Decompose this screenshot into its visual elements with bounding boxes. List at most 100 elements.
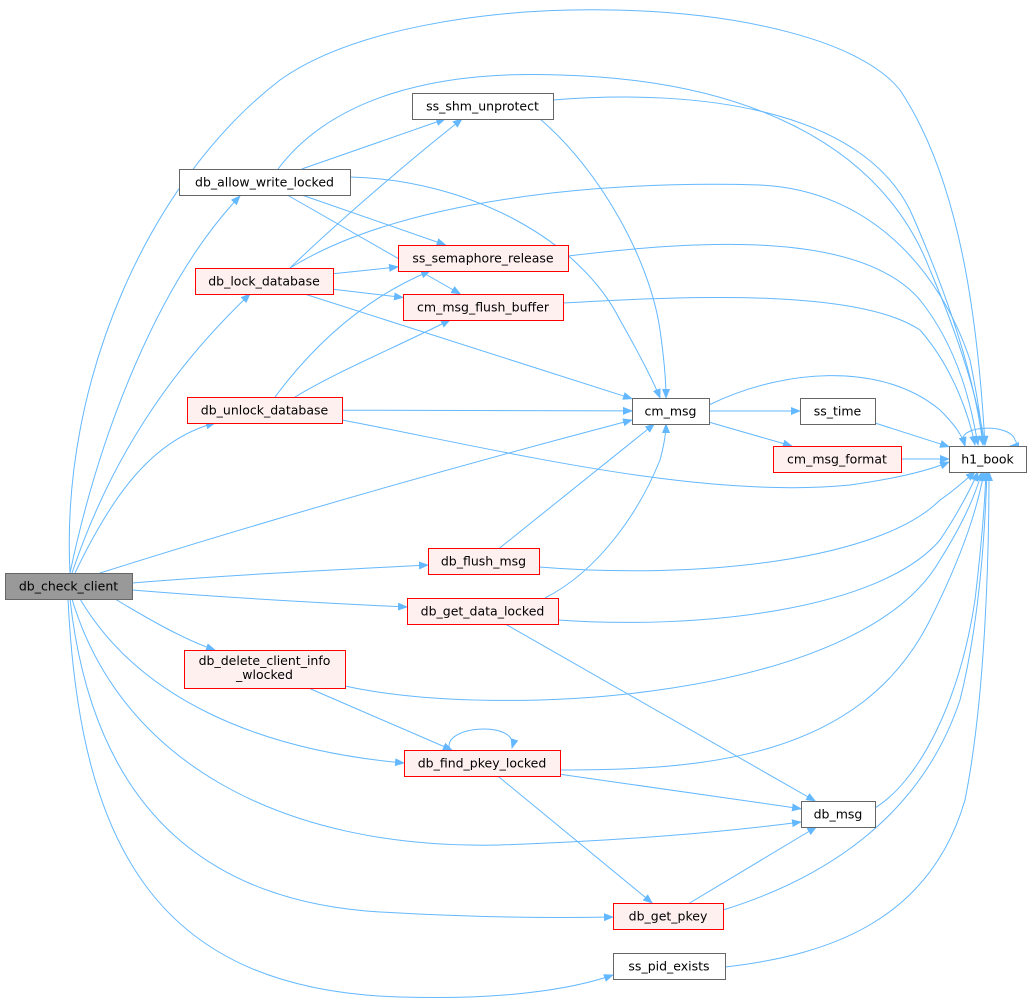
- edge-cm-msg-flush-buffer-to-h1-book: [562, 297, 978, 446]
- edge-db-check-client-to-db-find-pkey-locked: [79, 598, 405, 767]
- node-box: [195, 268, 334, 295]
- edge-db-lock-database-to-ss-shm-unprotect: [289, 118, 463, 269]
- edge-db-check-client-to-ss-pid-exists: [67, 598, 614, 999]
- node-db-find-pkey-locked[interactable]: db_find_pkey_locked: [404, 750, 561, 777]
- edge-ss-shm-unprotect-to-h1-book: [552, 96, 986, 446]
- node-label: ss_time: [814, 404, 862, 419]
- edge-db-check-client-to-db-get-data-locked: [131, 589, 408, 611]
- edge-db-allow-write-locked-to-cm-msg: [349, 176, 661, 399]
- node-box: [428, 548, 540, 575]
- edge-ss-semaphore-release-to-h1-book: [567, 243, 981, 446]
- node-box: [632, 398, 710, 425]
- edge-db-flush-msg-to-h1-book: [538, 471, 976, 572]
- node-box: [613, 953, 726, 980]
- nodes: db_check_client db_allow_write_locked ss_s…: [5, 93, 1027, 980]
- node-db-flush-msg[interactable]: db_flush_msg: [428, 548, 540, 575]
- node-box: [949, 446, 1027, 473]
- edge-cm-msg-to-cm-msg-format: [708, 421, 793, 448]
- node-h1-book[interactable]: h1_book: [949, 446, 1027, 473]
- edge-db-check-client-to-db-allow-write-locked: [69, 195, 241, 574]
- edge-db-unlock-database-to-cm-msg-flush-buffer: [294, 319, 451, 398]
- edge-db-allow-write-locked-to-cm-msg-flush-buffer: [286, 194, 462, 295]
- node-db-check-client[interactable]: db_check_client: [5, 573, 133, 600]
- edge-ss-shm-unprotect-to-cm-msg: [539, 118, 670, 399]
- node-box: [773, 446, 902, 473]
- edge-db-get-data-locked-to-h1-book: [557, 471, 979, 623]
- edge-db-lock-database-to-ss-semaphore-release: [332, 263, 399, 275]
- edge-db-flush-msg-to-cm-msg: [499, 423, 656, 549]
- edge-db-get-data-locked-to-cm-msg: [544, 423, 670, 599]
- node-db-unlock-database[interactable]: db_unlock_database: [187, 397, 343, 424]
- node-label: db_get_pkey: [629, 909, 708, 924]
- node-cm-msg-format[interactable]: cm_msg_format: [773, 446, 902, 473]
- node-box: [800, 398, 876, 425]
- node-label: db_unlock_database: [201, 403, 329, 418]
- node-db-lock-database[interactable]: db_lock_database: [195, 268, 334, 295]
- node-box: [398, 245, 569, 272]
- edge-db-check-client-to-db-delete-client-info-wlocked: [114, 598, 216, 651]
- edge-db-check-client-to-h1-book: [68, 9, 989, 574]
- node-label: db_lock_database: [208, 274, 320, 289]
- edge-db-find-pkey-locked-to-db-find-pkey-locked: [448, 728, 519, 751]
- edge-db-lock-database-to-cm-msg-flush-buffer: [332, 288, 404, 301]
- edge-db-unlock-database-to-h1-book: [341, 419, 950, 489]
- edge-db-delete-client-info-wlocked-to-db-find-pkey-locked: [308, 687, 453, 751]
- node-box: [613, 903, 724, 930]
- node-box: [412, 93, 554, 120]
- node-db-get-pkey[interactable]: db_get_pkey: [613, 903, 724, 930]
- node-label: _wlocked: [235, 667, 293, 682]
- edge-db-unlock-database-to-cm-msg: [341, 406, 633, 415]
- node-label: ss_semaphore_release: [412, 251, 554, 266]
- node-db-allow-write-locked[interactable]: db_allow_write_locked: [179, 169, 351, 196]
- node-cm-msg-flush-buffer[interactable]: cm_msg_flush_buffer: [403, 294, 564, 321]
- edge-db-msg-to-h1-book: [874, 471, 990, 809]
- node-label: db_flush_msg: [441, 554, 526, 569]
- edge-db-delete-client-info-wlocked-to-h1-book: [344, 471, 984, 701]
- edge-db-find-pkey-locked-to-db-get-pkey: [497, 775, 653, 904]
- edge-ss-time-to-h1-book: [874, 422, 950, 448]
- edge-db-find-pkey-locked-to-db-msg: [559, 773, 802, 812]
- node-box: [801, 801, 876, 828]
- node-ss-time[interactable]: ss_time: [800, 398, 876, 425]
- edge-cm-msg-to-h1-book: [708, 375, 967, 447]
- node-label: db_delete_client_info: [199, 653, 331, 668]
- node-cm-msg[interactable]: cm_msg: [632, 398, 710, 425]
- node-label: ss_shm_unprotect: [426, 99, 539, 114]
- edge-db-allow-write-locked-to-ss-shm-unprotect: [301, 118, 447, 170]
- node-label: db_msg: [814, 807, 863, 822]
- node-label: cm_msg_flush_buffer: [417, 300, 550, 315]
- node-db-delete-client-info-wlocked[interactable]: db_delete_client_info_wlocked: [184, 650, 346, 689]
- edge-db-get-pkey-to-h1-book: [722, 471, 991, 911]
- edge-db-check-client-to-db-flush-msg: [131, 561, 429, 584]
- node-db-msg[interactable]: db_msg: [801, 801, 876, 828]
- edge-db-check-client-to-db-unlock-database: [74, 421, 216, 574]
- node-box: [184, 650, 346, 689]
- node-label: db_find_pkey_locked: [418, 756, 547, 771]
- node-label: cm_msg_format: [787, 452, 887, 467]
- node-label: db_check_client: [19, 579, 118, 594]
- edge-db-unlock-database-to-ss-semaphore-release: [274, 270, 431, 398]
- node-label: db_allow_write_locked: [195, 175, 334, 190]
- node-box: [403, 294, 564, 321]
- edge-ss-pid-exists-to-h1-book: [724, 471, 993, 968]
- node-box: [404, 750, 561, 777]
- node-box: [5, 573, 133, 600]
- edge-db-allow-write-locked-to-h1-book: [277, 73, 988, 446]
- node-label: h1_book: [961, 452, 1014, 467]
- edge-db-check-client-to-db-msg: [71, 598, 802, 846]
- node-ss-pid-exists[interactable]: ss_pid_exists: [613, 953, 726, 980]
- node-db-get-data-locked[interactable]: db_get_data_locked: [407, 598, 559, 625]
- edge-db-get-pkey-to-db-msg: [689, 826, 818, 904]
- node-ss-shm-unprotect[interactable]: ss_shm_unprotect: [412, 93, 554, 120]
- edge-db-check-client-to-cm-msg: [99, 418, 633, 574]
- edge-h1-book-to-h1-book: [962, 427, 1020, 450]
- node-ss-semaphore-release[interactable]: ss_semaphore_release: [398, 245, 569, 272]
- edge-db-lock-database-to-h1-book: [289, 183, 987, 446]
- node-label: cm_msg: [645, 404, 697, 419]
- node-box: [187, 397, 343, 424]
- node-label: ss_pid_exists: [628, 959, 709, 974]
- edge-db-allow-write-locked-to-ss-semaphore-release: [301, 194, 447, 246]
- node-box: [407, 598, 559, 625]
- edge-db-find-pkey-locked-to-h1-book: [559, 471, 987, 771]
